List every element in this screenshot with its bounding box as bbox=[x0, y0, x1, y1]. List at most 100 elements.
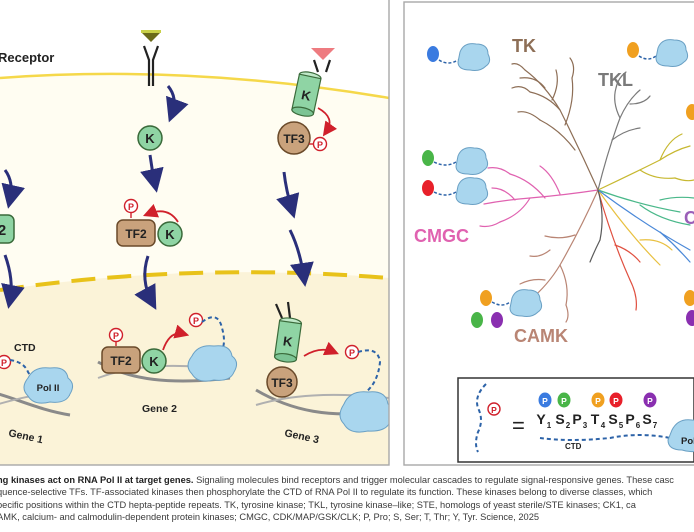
svg-text:S: S bbox=[642, 411, 651, 427]
ligand-icon bbox=[141, 30, 161, 42]
pol-ii-icon bbox=[339, 391, 389, 433]
nuclear-envelope bbox=[0, 270, 389, 292]
cmgc-kinase-icon bbox=[422, 177, 489, 205]
ctd-tail bbox=[201, 316, 225, 351]
figure-caption: ng kinases act on RNA Pol II at target g… bbox=[0, 474, 694, 532]
s7-phospho-icon: P bbox=[643, 392, 657, 408]
svg-text:P: P bbox=[1, 358, 7, 368]
tf3-icon: TF3 bbox=[277, 121, 311, 155]
camk-kinase-icon bbox=[471, 289, 543, 328]
ctd-label: CTD bbox=[14, 342, 36, 354]
svg-text:P: P bbox=[193, 316, 199, 326]
ctd-tail bbox=[475, 383, 487, 453]
svg-text:7: 7 bbox=[653, 421, 658, 430]
tf2-box bbox=[116, 219, 156, 247]
phospho-p-icon: P bbox=[0, 354, 12, 370]
svg-text:P: P bbox=[349, 348, 355, 358]
cascade-arrow bbox=[140, 154, 164, 193]
receptor-icon bbox=[312, 59, 332, 73]
svg-text:2: 2 bbox=[566, 421, 571, 430]
cascade-arrow bbox=[134, 255, 157, 310]
ctd-residue-p6: P 6 bbox=[625, 411, 640, 430]
svg-text:Pol II: Pol II bbox=[37, 383, 60, 394]
s5-phospho-icon: P bbox=[609, 392, 623, 408]
svg-text:P: P bbox=[317, 140, 323, 150]
svg-text:P: P bbox=[491, 405, 497, 415]
svg-text:P: P bbox=[625, 411, 634, 427]
tk-kinase-icon bbox=[427, 43, 491, 71]
phospho-p-icon: P bbox=[487, 402, 501, 416]
kinome-tree bbox=[479, 57, 694, 323]
ctd-residue-s5: S 5 bbox=[608, 411, 623, 430]
svg-text:S: S bbox=[608, 411, 617, 427]
tkl-kinase-icon bbox=[627, 39, 689, 67]
svg-text:4: 4 bbox=[601, 421, 606, 430]
svg-text:K: K bbox=[149, 354, 159, 369]
tf3-icon: TF3 bbox=[266, 366, 298, 398]
phospho-p-icon: P bbox=[188, 312, 204, 328]
tf-box bbox=[0, 214, 15, 244]
ctd-tail bbox=[539, 434, 671, 441]
svg-text:P: P bbox=[542, 396, 548, 406]
partial-kinase-icon bbox=[686, 104, 694, 120]
caption-line-3: pecific positions within the CTD hepta-p… bbox=[0, 499, 636, 510]
pol-ii-icon bbox=[187, 345, 238, 382]
s2-phospho-icon: P bbox=[557, 392, 571, 408]
ctd-legend-box: P = CTD Pol P P P P bbox=[457, 377, 694, 463]
ctd-residue-s2: S 2 bbox=[555, 411, 570, 430]
partial-kinase-icon bbox=[684, 290, 694, 326]
svg-text:P: P bbox=[647, 396, 653, 406]
tf2-label: TF2 bbox=[125, 227, 147, 241]
ligand-icon bbox=[311, 48, 335, 60]
phospho-p-icon: P bbox=[108, 327, 124, 346]
svg-text:5: 5 bbox=[619, 421, 624, 430]
cascade-arrow bbox=[288, 229, 314, 287]
receptor-icon bbox=[274, 301, 292, 319]
svg-text:P: P bbox=[613, 396, 619, 406]
pathway-3: K TF3 P K P bbox=[255, 48, 389, 446]
cascade-arrow bbox=[1, 254, 25, 309]
ctd-box-label: CTD bbox=[565, 442, 582, 451]
svg-text:1: 1 bbox=[547, 421, 552, 430]
svg-text:T: T bbox=[591, 411, 600, 427]
equals-sign: = bbox=[512, 413, 525, 438]
tf-label: 2 bbox=[0, 222, 6, 239]
phosphorylation-arrow bbox=[303, 341, 339, 357]
kinase-icon: K bbox=[141, 348, 167, 374]
phospho-p-icon: P bbox=[344, 344, 360, 360]
ctd-residue-t4: T 4 bbox=[591, 411, 606, 430]
svg-text:P: P bbox=[572, 411, 581, 427]
caption-line-1-text: Signaling molecules bind receptors and t… bbox=[193, 475, 674, 485]
svg-text:P: P bbox=[113, 331, 119, 341]
phosphorylation-arrow bbox=[317, 107, 338, 137]
pol-ii-icon bbox=[667, 419, 694, 453]
svg-text:TF3: TF3 bbox=[271, 376, 293, 390]
cmgc-label: CMGC bbox=[414, 226, 469, 246]
phosphorylation-arrow bbox=[162, 324, 190, 351]
svg-text:P: P bbox=[595, 396, 601, 406]
t4-phospho-icon: P bbox=[591, 392, 605, 408]
pathway-2: K P TF2 K P TF2 bbox=[97, 30, 238, 415]
caption-line-2: quence-selective TFs. TF-associated kina… bbox=[0, 487, 653, 498]
gene-2-label: Gene 2 bbox=[142, 403, 177, 415]
signaling-panel: Receptor 2 CTD P Pol II Gene 1 bbox=[0, 0, 389, 465]
phospho-p-icon: P bbox=[309, 136, 328, 152]
svg-text:6: 6 bbox=[636, 421, 641, 430]
receptor-icon bbox=[142, 45, 160, 86]
svg-text:K: K bbox=[282, 333, 294, 349]
kinase-icon: K bbox=[157, 221, 183, 247]
kinase-receptor-icon: K bbox=[273, 317, 303, 363]
svg-text:K: K bbox=[300, 87, 313, 104]
kinase-icon: K bbox=[137, 125, 163, 151]
caption-bold-lead: ng kinases act on RNA Pol II at target g… bbox=[0, 475, 194, 485]
ctd-residue-s7: S 7 bbox=[642, 411, 657, 430]
tf2-label: TF2 bbox=[110, 354, 132, 368]
receptor-label: Receptor bbox=[0, 50, 54, 65]
svg-text:Y: Y bbox=[536, 411, 546, 427]
kinase-receptor-icon: K bbox=[291, 71, 322, 117]
svg-text:3: 3 bbox=[583, 421, 588, 430]
svg-text:K: K bbox=[145, 131, 155, 146]
cascade-arrow bbox=[1, 169, 25, 209]
cmgc-kinase-icon bbox=[422, 147, 489, 175]
